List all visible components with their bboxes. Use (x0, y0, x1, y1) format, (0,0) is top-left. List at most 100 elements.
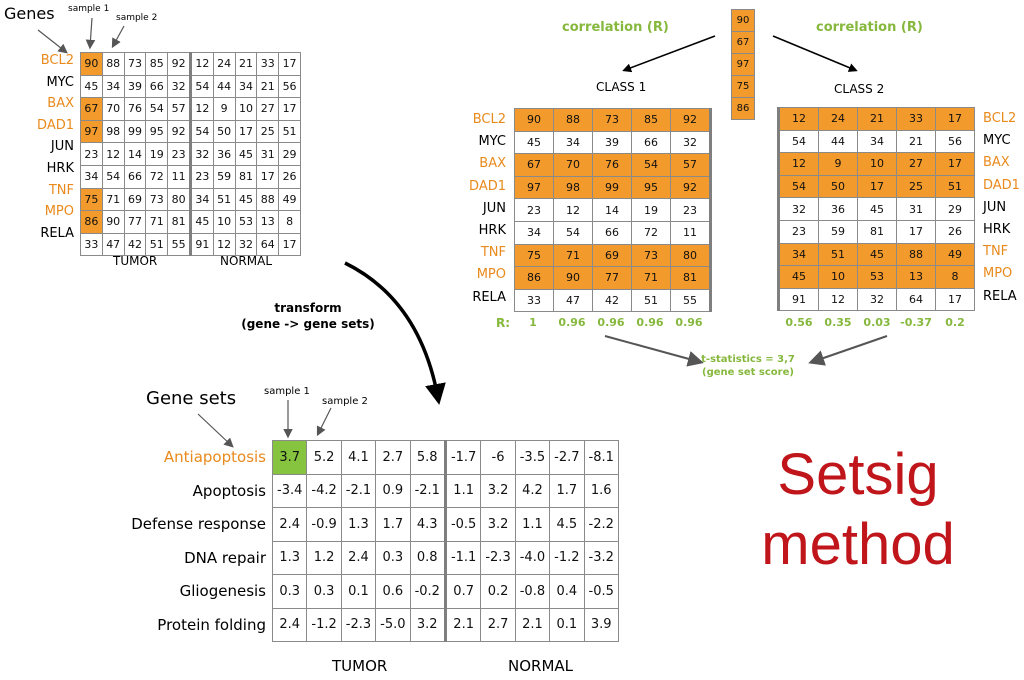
class-cell: 23 (670, 198, 711, 222)
class-cell: 39 (592, 130, 632, 155)
gene-label: TNF (480, 245, 506, 261)
gene-cell: 33 (256, 52, 280, 76)
gene-set-cell: 0.7 (443, 574, 482, 609)
gene-set-cell: -5.0 (375, 607, 411, 642)
correlation-left-arrow (622, 35, 716, 73)
r-value-class1: 0.96 (675, 316, 703, 329)
r-value-class1: 0.96 (558, 316, 586, 329)
gene-cell: 39 (123, 74, 147, 99)
correlation-right-label: correlation (R) (816, 20, 923, 35)
class-cell: 45 (857, 242, 897, 267)
class-cell: 98 (553, 175, 593, 200)
gene-label: DAD1 (37, 117, 74, 133)
gene-label: MPO (476, 267, 506, 283)
gene-cell: 42 (123, 232, 147, 257)
r-value-class1: 1 (529, 316, 537, 329)
class-cell: 12 (778, 107, 819, 131)
class-cell: 70 (553, 153, 593, 177)
gene-set-cell: 3.2 (409, 607, 446, 642)
class-cell: 34 (857, 129, 897, 154)
gene-set-cell: 2.4 (271, 607, 308, 642)
gene-cell: 86 (80, 210, 103, 234)
gene-cell: 17 (278, 97, 301, 121)
gene-label: MYC (46, 74, 74, 90)
gene-set-cell: 4.1 (340, 440, 377, 475)
class-cell: 97 (514, 175, 554, 200)
class-cell: 53 (857, 265, 897, 289)
gene-cell: 91 (188, 232, 214, 257)
gene-set-cell: 2.7 (375, 440, 411, 475)
gene-set-cell: 0.2 (480, 574, 516, 609)
class-cell: 54 (778, 129, 819, 154)
class-cell: 73 (592, 108, 632, 132)
gene-cell: 67 (80, 97, 103, 121)
gene-label: HRK (478, 223, 506, 238)
sample-vector-cell: 86 (731, 97, 755, 120)
title-line1: Setsig (777, 442, 939, 507)
class-cell: 31 (896, 197, 936, 221)
gene-cell: 26 (278, 164, 301, 189)
class-cell: 13 (896, 265, 936, 289)
gene-cell: 66 (145, 74, 169, 99)
gene-cell: 75 (80, 187, 103, 212)
gene-set-cell: -2.7 (549, 440, 585, 475)
correlation-right-arrow (772, 35, 858, 72)
gene-cell: 34 (80, 164, 103, 189)
gene-cell: 23 (80, 142, 103, 166)
class-cell: 17 (935, 152, 975, 176)
gene-set-cell: -0.2 (409, 574, 446, 609)
tumor-label-bottom: TUMOR (332, 657, 388, 675)
gene-label: MYC (478, 134, 506, 150)
gene-label: MYC (983, 133, 1011, 149)
gene-set-cell: 0.6 (375, 574, 411, 609)
gene-label: BAX (47, 96, 74, 112)
gene-label: MPO (983, 266, 1013, 282)
gene-cell: 32 (188, 142, 214, 166)
normal-label-top: NORMAL (220, 254, 273, 268)
class-cell: 54 (553, 220, 593, 245)
gene-set-label: Defense response (131, 515, 266, 533)
class1-to-tstat-arrow (604, 335, 704, 367)
gene-set-cell: 4.3 (409, 507, 446, 542)
class-cell: 36 (818, 197, 858, 221)
class-cell: 81 (857, 219, 897, 244)
class-cell: 91 (778, 287, 819, 312)
class-cell: 12 (553, 198, 593, 222)
gene-cell: 12 (188, 97, 214, 121)
gene-set-cell: 1.7 (375, 507, 411, 542)
gene-label: BAX (983, 155, 1010, 171)
gene-label: DAD1 (469, 178, 506, 194)
gene-label: RELA (983, 288, 1017, 304)
transform-arrow (344, 261, 446, 405)
class-cell: 99 (592, 175, 632, 200)
gene-set-cell: 3.2 (480, 507, 516, 542)
tstat-line1: t-statistics = 3,7 (701, 354, 795, 365)
gene-label: JUN (50, 139, 74, 155)
gene-label: MPO (44, 204, 74, 220)
gene-label: DAD1 (983, 177, 1020, 193)
gene-set-cell: 0.8 (409, 540, 446, 575)
gene-cell: 32 (234, 232, 258, 257)
gene-set-label: Antiapoptosis (163, 448, 266, 466)
gene-cell: 88 (256, 187, 280, 212)
gene-cell: 51 (145, 232, 169, 257)
class2-label: CLASS 2 (834, 82, 885, 96)
class-cell: 33 (896, 107, 936, 131)
class-cell: 45 (778, 265, 819, 289)
gene-set-cell: -0.8 (514, 574, 551, 609)
gene-set-cell: -1.2 (549, 540, 585, 575)
class-cell: 92 (670, 108, 711, 132)
class-cell: 10 (818, 265, 858, 289)
gene-cell: 12 (188, 52, 214, 76)
correlation-left-label: correlation (R) (562, 20, 669, 35)
